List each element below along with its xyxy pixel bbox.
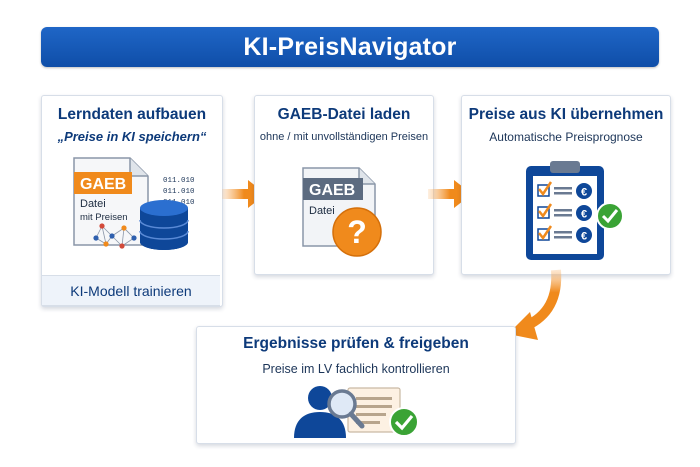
euro-symbol: € [581,209,587,221]
binary-line-2: 011.010 [163,188,195,196]
title-banner: KI-PreisNavigator [41,27,659,67]
doc-line-2: mit Preisen [80,212,128,223]
step-2-illustration: GAEB Datei ? [302,167,382,257]
binary-line-1: 011.010 [163,177,195,185]
checklist-row: € [537,181,592,199]
euro-symbol: € [581,231,587,243]
doc-line-1: Datei [309,205,335,217]
euro-symbol: € [581,187,587,199]
doc-tag-label: GAEB [80,176,126,193]
step-4-subtitle: Preise im LV fachlich kontrollieren [262,362,450,376]
step-1-illustration: GAEB Datei mit Preisen 011.010 011.010 0… [73,157,195,250]
question-mark: ? [347,214,367,250]
step-2-subtitle: ohne / mit unvollständigen Preisen [259,131,429,143]
document-icon [73,157,149,246]
step-1-subtitle: „Preise in KI speichern“ [57,129,207,144]
step-4-title: Ergebnisse prüfen & freigeben [243,335,469,352]
reviewer-magnifier-icon [294,386,419,438]
step-1-footer: KI-Modell trainieren [42,275,220,306]
doc-tag-label: GAEB [309,182,355,199]
step-3-title: Preise aus KI übernehmen [468,106,664,123]
database-icon [139,200,189,250]
doc-line-1: Datei [80,198,106,210]
checklist-row: € [537,225,592,243]
neural-network-icon [93,223,137,249]
step-1-card: Lerndaten aufbauen „Preise in KI speiche… [41,95,223,307]
clipboard-checklist-icon: € € € [526,161,624,260]
check-circle-icon [389,407,419,437]
step-1-title: Lerndaten aufbauen [57,106,207,123]
question-icon [332,207,382,257]
check-circle-icon [596,202,624,230]
checklist-row: € [537,203,592,221]
step-3-subtitle: Automatische Preisprognose [489,130,643,144]
app-title: KI-PreisNavigator [243,32,457,61]
step-2-title: GAEB-Datei laden [277,106,411,123]
